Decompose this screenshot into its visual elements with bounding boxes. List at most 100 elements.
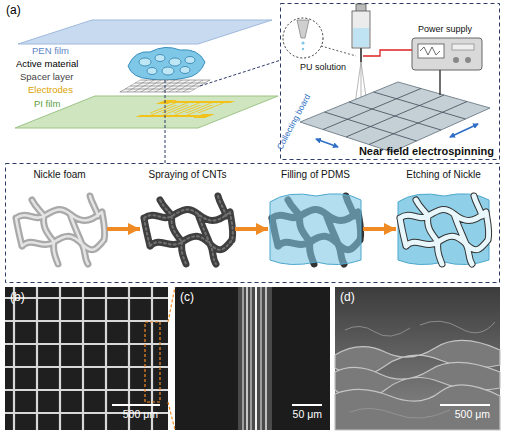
electrospinning-setup-part bbox=[316, 139, 338, 147]
sem-grid-image-part-part bbox=[59, 287, 61, 430]
sem-grid-image-part bbox=[5, 287, 168, 430]
sem-panel: (b)500 μm bbox=[5, 287, 168, 430]
step-nickel-etch bbox=[398, 194, 489, 265]
step-nickel-etch-part bbox=[398, 194, 489, 265]
active-foam-part bbox=[128, 47, 205, 80]
electrospinning-setup-part bbox=[452, 44, 474, 50]
sem-grid-image-part-part bbox=[13, 287, 15, 430]
scale-label: 50 μm bbox=[293, 409, 322, 421]
electrospinning-setup-part bbox=[321, 46, 356, 56]
electrodes-part bbox=[181, 105, 213, 117]
active-foam-part bbox=[180, 67, 190, 74]
sem-grid-image-part-part bbox=[36, 287, 38, 430]
node-title: Near field electrospinning bbox=[359, 145, 494, 157]
electrospinning-setup-part bbox=[360, 48, 362, 62]
sem-fiber-image-part bbox=[238, 287, 272, 430]
part-label: Active material bbox=[16, 59, 78, 69]
electrospinning-setup-part bbox=[297, 20, 309, 38]
electrodes-part bbox=[193, 114, 215, 118]
sem-grid-image-part-part bbox=[82, 287, 84, 430]
dashed-frame bbox=[6, 164, 500, 283]
sem-grid-image bbox=[5, 287, 168, 430]
active-foam-part bbox=[169, 58, 181, 66]
sem-panel: (d) 500 μm bbox=[335, 287, 500, 430]
sem-fiber-image-part-part bbox=[265, 287, 266, 430]
electrospinning-setup-part-part bbox=[346, 95, 444, 137]
step-cnt-spray bbox=[144, 196, 233, 264]
sem-grid-image-part-part bbox=[5, 320, 168, 322]
node-title: (c) bbox=[180, 291, 194, 304]
sem-grid-image-part-part bbox=[5, 297, 168, 299]
zoom-line bbox=[168, 402, 175, 430]
sem-section-image-part bbox=[345, 321, 495, 418]
active-foam-part bbox=[147, 68, 157, 75]
step-pdms-fill-part bbox=[270, 194, 361, 265]
electrodes bbox=[121, 100, 250, 118]
electrospinning-setup-part-part bbox=[323, 89, 421, 130]
sem-fiber-image-part-part bbox=[251, 287, 252, 430]
electrospinning-setup-part bbox=[450, 124, 478, 137]
part-label: Electrodes bbox=[28, 85, 73, 95]
electrodes-part bbox=[135, 115, 200, 117]
part-label: PI film bbox=[34, 99, 60, 109]
panel-letter: (a) bbox=[6, 4, 21, 17]
sem-section-image-part bbox=[440, 404, 490, 406]
part-label: Power supply bbox=[418, 25, 472, 35]
active-foam-part bbox=[185, 57, 195, 64]
sem-grid-image-part-part bbox=[5, 343, 168, 345]
part-label: PEN film bbox=[32, 46, 69, 56]
active-foam bbox=[128, 47, 205, 80]
active-foam-part bbox=[162, 67, 174, 75]
dashed-frame bbox=[281, 4, 500, 160]
flow-arrow bbox=[363, 229, 396, 230]
step-cnt-spray-part bbox=[144, 196, 233, 264]
node-title: (d) bbox=[340, 291, 355, 304]
part-label: Spacer layer bbox=[20, 72, 73, 82]
electrospinning-setup-part bbox=[465, 57, 471, 63]
electrospinning-setup-part bbox=[300, 82, 490, 152]
step-box: Nickle foam bbox=[12, 167, 107, 279]
zoom-connector bbox=[168, 287, 175, 430]
pen-film bbox=[18, 20, 272, 44]
flow-arrow bbox=[235, 229, 268, 230]
sem-fiber-image-part-part bbox=[261, 287, 262, 430]
active-foam-part bbox=[139, 58, 151, 66]
sem-section-image-part-part bbox=[350, 408, 450, 418]
spacer-grid-part bbox=[135, 82, 205, 83]
electrospinning-setup-part bbox=[283, 18, 323, 58]
part-label: Collecting board bbox=[275, 93, 312, 152]
node-title: (b) bbox=[10, 291, 25, 304]
sem-fiber-image-part bbox=[175, 287, 330, 430]
step-box: Etching of Nickle bbox=[396, 167, 491, 279]
node-title: Etching of Nickle bbox=[396, 169, 491, 180]
leader-line bbox=[200, 60, 281, 86]
electrospinning-setup-part bbox=[363, 50, 412, 56]
electrospinning-setup-part bbox=[323, 89, 467, 145]
electrospinning-setup-part bbox=[353, 28, 369, 47]
sem-grid-image-part bbox=[5, 287, 168, 430]
sem-fiber-image-part-part bbox=[255, 287, 257, 430]
sem-section-image-part-part bbox=[335, 385, 500, 430]
flow-arrow-line bbox=[363, 227, 396, 231]
step-nickel-foam-part bbox=[16, 196, 105, 264]
sem-fiber-image-part-part bbox=[243, 287, 244, 430]
step-box: Spraying of CNTs bbox=[140, 167, 235, 279]
pi-film bbox=[15, 96, 278, 128]
electrospinning-setup bbox=[283, 4, 490, 152]
part-label: PU solution bbox=[300, 63, 346, 73]
sem-grid-image-part-part bbox=[5, 366, 168, 368]
step-box: Filling of PDMS bbox=[268, 167, 363, 279]
scale-label: 500 μm bbox=[455, 409, 490, 421]
flow-arrow-line bbox=[235, 227, 268, 231]
sem-grid-image-part-part bbox=[105, 287, 107, 430]
node-title: Spraying of CNTs bbox=[140, 169, 235, 180]
sem-grid-image-part-part bbox=[5, 389, 168, 391]
sem-fiber-image bbox=[175, 287, 330, 430]
flow-arrow bbox=[107, 229, 140, 230]
sem-section-image bbox=[335, 287, 500, 430]
sem-grid-image-part bbox=[112, 404, 160, 406]
step-nickel-etch-part bbox=[400, 196, 489, 264]
sem-fiber-image-part bbox=[243, 287, 266, 430]
sem-fiber-image-part bbox=[292, 404, 322, 406]
